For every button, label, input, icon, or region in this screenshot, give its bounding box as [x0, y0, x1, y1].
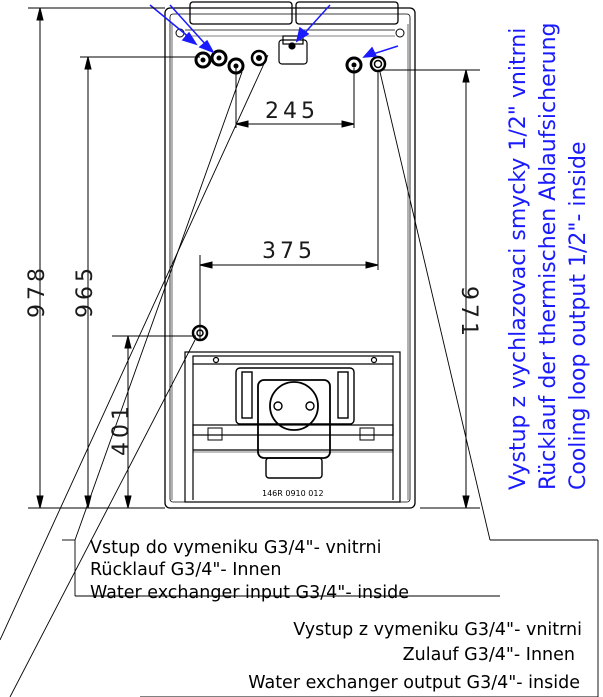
dim-978: [28, 7, 165, 509]
dim-978-label: 978: [25, 264, 50, 318]
top-outlet: [278, 35, 308, 65]
dim-245-label: 245: [265, 99, 319, 124]
water-input-connector: [191, 324, 209, 342]
cooling-label-de: Rücklauf der thermischen Ablaufsicherung: [536, 22, 561, 490]
dim-971: [382, 69, 480, 509]
dim-401-label: 401: [109, 402, 134, 456]
blue-arrows: [149, 4, 399, 58]
cooling-label-en: Cooling loop output 1/2"- inside: [566, 141, 591, 490]
input-label-cz: Vstup do vymeniku G3/4"- vnitrni: [90, 538, 381, 558]
lower-compartment: [184, 351, 401, 503]
leader-lines: [0, 54, 599, 697]
dim-965: [80, 56, 200, 509]
pipe-connectors-right: [345, 55, 387, 74]
dim-245: [235, 68, 355, 128]
input-label-en: Water exchanger input G3/4"- inside: [90, 583, 409, 603]
pipe-connectors-left: [194, 49, 268, 75]
dim-375-label: 375: [262, 239, 316, 264]
input-label-de: Rücklauf G3/4"- Innen: [90, 560, 281, 580]
output-label-cz: Vystup z vymeniku G3/4"- vnitrni: [293, 620, 582, 640]
device-plate-label: 146R 0910 012: [262, 489, 324, 498]
cooling-label-cz: Vystup z vychlazovaci smycky 1/2" vnitrn…: [506, 28, 531, 490]
dim-401: [112, 335, 196, 509]
output-label-en: Water exchanger output G3/4"- inside: [248, 673, 580, 693]
fan-motor: [235, 367, 355, 479]
dim-971-label: 971: [456, 286, 481, 340]
dim-965-label: 965: [73, 264, 98, 318]
output-label-de: Zulauf G3/4"- Innen: [403, 645, 575, 665]
